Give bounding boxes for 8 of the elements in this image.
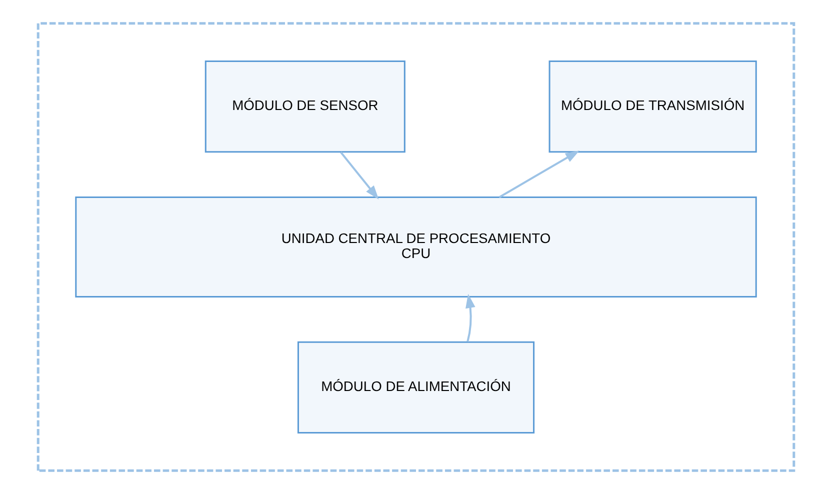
arrow	[498, 150, 580, 198]
node-box: MÓDULO DE TRANSMISIÓN	[548, 60, 756, 153]
cluster	[36, 22, 795, 472]
arrow	[465, 294, 475, 342]
arrow	[340, 152, 378, 200]
node-box: UNIDAD CENTRAL DE PROCESAMIENTO CPU	[74, 196, 756, 298]
node-box: MÓDULO DE SENSOR	[204, 60, 405, 153]
node-box: MÓDULO DE ALIMENTACIÓN	[296, 341, 534, 434]
